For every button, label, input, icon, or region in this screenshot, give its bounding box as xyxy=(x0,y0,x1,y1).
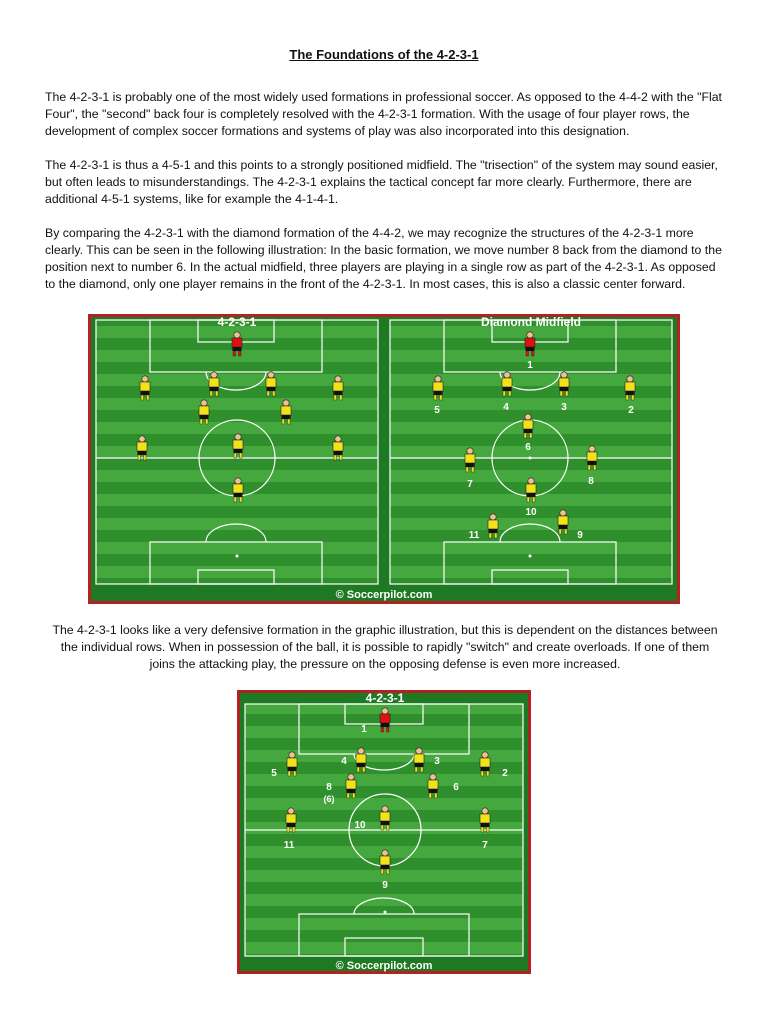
pitch-title-diamond: Diamond Midfield xyxy=(481,315,581,329)
label-9: 9 xyxy=(382,880,388,891)
paragraph-possession: The 4-2-3-1 looks like a very defensive … xyxy=(52,623,718,671)
label-4: 4 xyxy=(341,756,347,767)
pitch-4231: 4-2-3-1 xyxy=(95,315,379,585)
label-9: 9 xyxy=(577,530,583,541)
label-11: 11 xyxy=(469,530,480,541)
page-title: The Foundations of the 4-2-3-1 xyxy=(289,47,479,62)
label-2: 2 xyxy=(502,768,508,779)
label-1: 1 xyxy=(527,360,533,371)
label-8: 8 xyxy=(588,476,594,487)
label-11: 11 xyxy=(284,840,295,851)
pitch-title-4231: 4-2-3-1 xyxy=(218,315,257,329)
label-5: 5 xyxy=(434,405,440,416)
label-2: 2 xyxy=(628,405,634,416)
label-7: 7 xyxy=(482,840,488,851)
label-3: 3 xyxy=(561,402,567,413)
figure-credit: © Soccerpilot.com xyxy=(336,960,433,972)
label-4: 4 xyxy=(503,402,509,413)
formation-4231-numbered-figure: 4-2-3-1 1 5 4 3 2 8 (6) 6 10 11 7 9 © So… xyxy=(237,690,531,974)
label-6: 6 xyxy=(453,782,459,793)
pitch-title-numbered: 4-2-3-1 xyxy=(366,691,405,705)
paragraph-midfield: The 4-2-3-1 is thus a 4-5-1 and this poi… xyxy=(45,158,718,206)
label-10: 10 xyxy=(354,820,366,831)
formation-comparison-figure: 4-2-3-1 Diamond Midfield xyxy=(88,314,680,604)
label-6-bracket: (6) xyxy=(324,794,335,804)
label-7: 7 xyxy=(467,479,473,490)
label-6: 6 xyxy=(525,442,531,453)
label-10: 10 xyxy=(525,507,537,518)
paragraph-intro: The 4-2-3-1 is probably one of the most … xyxy=(45,90,722,138)
label-1: 1 xyxy=(361,724,367,735)
pitch-diamond: Diamond Midfield 1 5 4 3 2 6 7 8 10 11 9 xyxy=(389,315,673,585)
paragraph-comparison: By comparing the 4-2-3-1 with the diamon… xyxy=(45,226,722,291)
label-5: 5 xyxy=(271,768,277,779)
label-8: 8 xyxy=(326,782,332,793)
label-3: 3 xyxy=(434,756,440,767)
figure-credit: © Soccerpilot.com xyxy=(336,589,433,601)
